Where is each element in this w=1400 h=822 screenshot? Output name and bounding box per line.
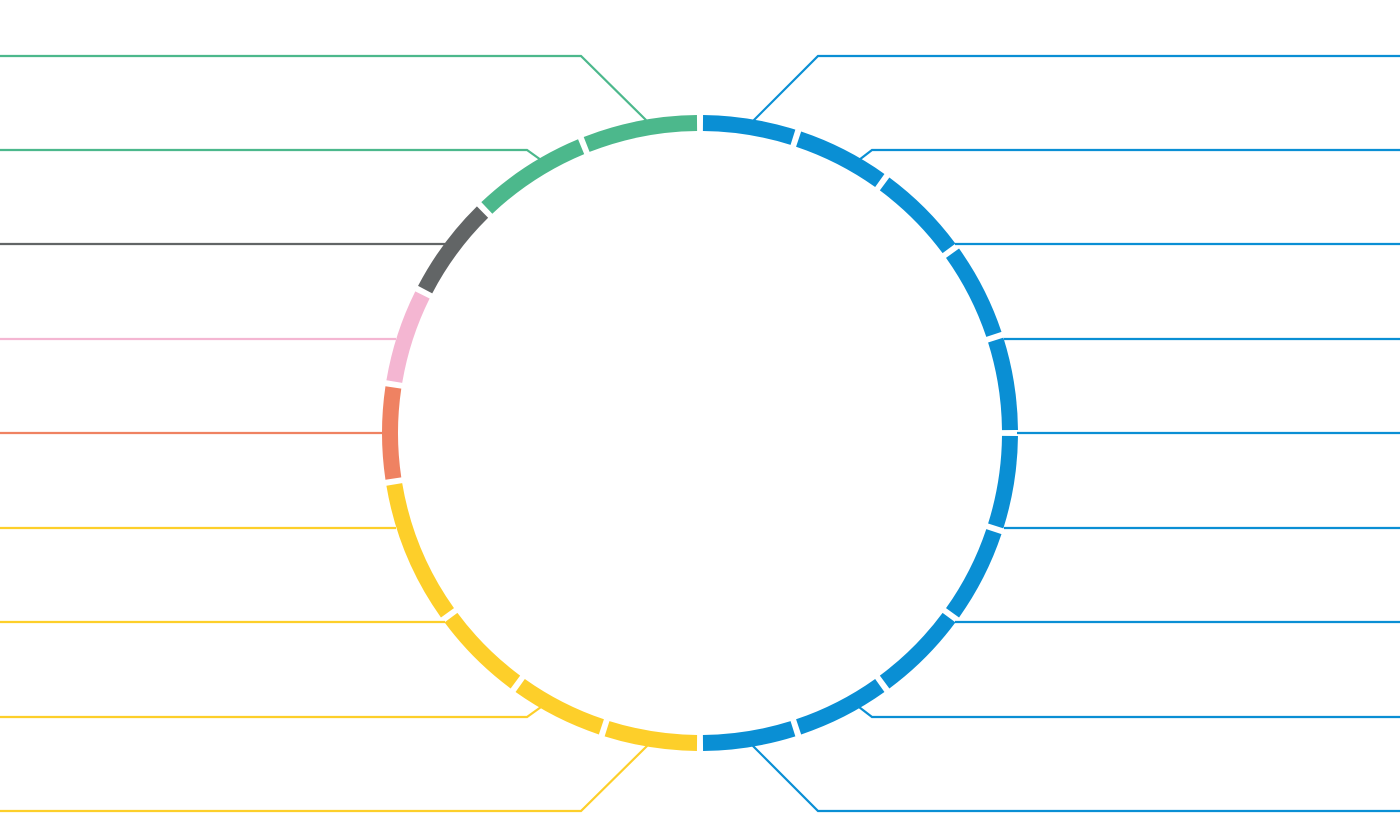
- ring-segment-left-1: [604, 721, 698, 751]
- callout-line-right-2: [858, 148, 1400, 161]
- ring-segment-left-3: [444, 612, 521, 689]
- ring-segments: [382, 115, 1018, 751]
- ring-segment-right-3: [879, 177, 956, 254]
- callout-line-left-8: [0, 706, 542, 719]
- callout-lines: [0, 54, 1400, 813]
- ring-segment-right-8: [879, 612, 956, 689]
- ring-segment-left-8: [481, 139, 585, 214]
- callout-line-left-2: [0, 148, 542, 161]
- callout-line-right-9: [751, 744, 1400, 813]
- ring-segment-right-5: [988, 337, 1018, 431]
- ring-segment-left-4: [386, 483, 455, 618]
- callout-line-right-1: [751, 54, 1400, 123]
- callout-line-left-9: [0, 744, 649, 813]
- ring-segment-right-2: [796, 131, 885, 188]
- ring-segment-right-9: [796, 678, 885, 735]
- ring-segment-right-10: [702, 721, 796, 751]
- ring-segment-right-1: [702, 115, 796, 145]
- ring-segment-right-4: [945, 248, 1002, 337]
- ring-segment-left-9: [583, 115, 698, 152]
- ring-segment-left-7: [418, 206, 489, 294]
- callout-line-right-8: [858, 706, 1400, 719]
- ring-segment-left-2: [515, 678, 604, 735]
- callout-line-left-1: [0, 54, 649, 123]
- ring-segment-right-7: [945, 529, 1002, 618]
- ring-segment-left-5: [382, 386, 402, 480]
- ring-segment-left-6: [386, 291, 430, 383]
- ring-segment-right-6: [988, 435, 1018, 529]
